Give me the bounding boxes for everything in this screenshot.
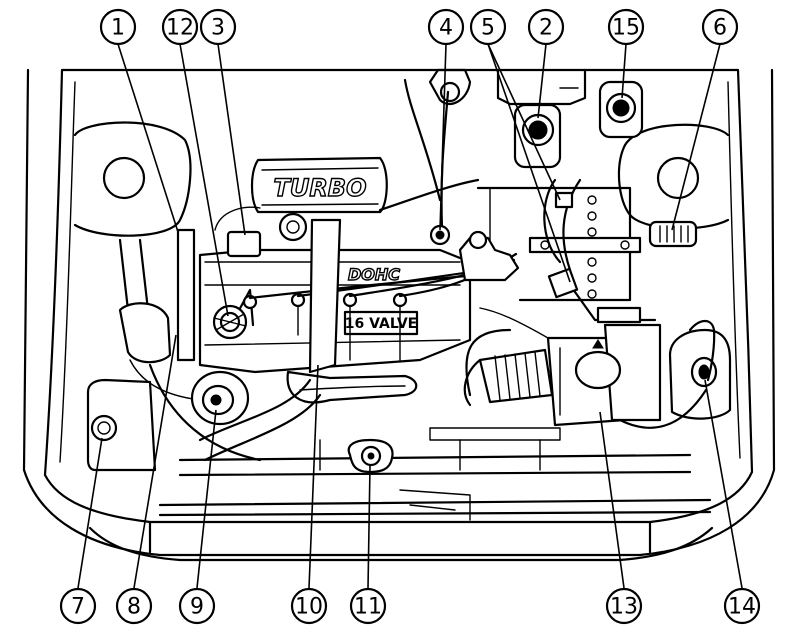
callout-4: 4 (427, 8, 465, 46)
callout-5: 5 (469, 8, 507, 46)
svg-text:6: 6 (713, 16, 727, 41)
svg-text:10: 10 (295, 595, 323, 620)
cam-sensor (226, 230, 262, 258)
oil-filler-cap (212, 304, 248, 340)
vent-grille (648, 220, 698, 248)
callout-6: 6 (701, 8, 739, 46)
callout-1: 1 (99, 8, 137, 46)
turbo-cover: TURBO (250, 156, 388, 242)
front-crossmember (158, 439, 712, 517)
callout-12: 12 (161, 8, 199, 46)
callout-10: 10 (290, 587, 328, 625)
valve-stamp: 16 VALVE (345, 316, 417, 332)
hose-coupler (596, 306, 642, 324)
callout-13: 13 (605, 587, 643, 625)
svg-text:13: 13 (610, 595, 638, 620)
dohc-stamp: DOHC (348, 265, 400, 284)
svg-text:5: 5 (481, 16, 495, 41)
left-strut-tower (73, 121, 192, 237)
svg-text:1: 1 (111, 16, 125, 41)
throttle-cable (479, 307, 549, 339)
callout-9: 9 (178, 587, 216, 625)
svg-text:9: 9 (190, 595, 204, 620)
callout-7: 7 (59, 587, 97, 625)
vacuum-hose (465, 328, 512, 397)
battery-bracket (668, 319, 732, 420)
turbo-cable (378, 178, 480, 212)
lower-linkage (399, 489, 471, 521)
lower-linkage-2 (409, 504, 456, 511)
leader-lines (77, 43, 743, 589)
svg-text:8: 8 (127, 595, 141, 620)
svg-text:15: 15 (612, 16, 640, 41)
svg-text:3: 3 (211, 16, 225, 41)
radiator-bar (176, 228, 196, 362)
pulley (190, 370, 250, 426)
brake-fluid-reservoir (513, 103, 562, 169)
distributor (458, 230, 520, 282)
right-strut-tower (617, 123, 730, 230)
callout-15: 15 (607, 8, 645, 46)
svg-text:14: 14 (728, 595, 756, 620)
callout-2: 2 (527, 8, 565, 46)
center-bracket (347, 438, 394, 474)
lower-hose-edge (203, 393, 322, 462)
svg-text:7: 7 (71, 595, 85, 620)
relay-panel (476, 178, 657, 322)
svg-text:11: 11 (354, 595, 382, 620)
callout-14: 14 (723, 587, 761, 625)
left-hoses (118, 238, 262, 462)
svg-text:12: 12 (166, 16, 194, 41)
clutch-fluid-reservoir (598, 80, 644, 139)
washer-reservoir (86, 378, 157, 472)
callout-3: 3 (199, 8, 237, 46)
hood-cable (403, 78, 442, 202)
cam-sensor-wire (214, 206, 261, 231)
svg-text:4: 4 (439, 16, 453, 41)
battery-cable (618, 388, 708, 429)
turbo-stamp: TURBO (273, 174, 366, 202)
callout-11: 11 (349, 587, 387, 625)
air-box (429, 323, 662, 441)
svg-text:2: 2 (539, 16, 553, 41)
intake-hose (463, 348, 554, 407)
callout-8: 8 (115, 587, 153, 625)
